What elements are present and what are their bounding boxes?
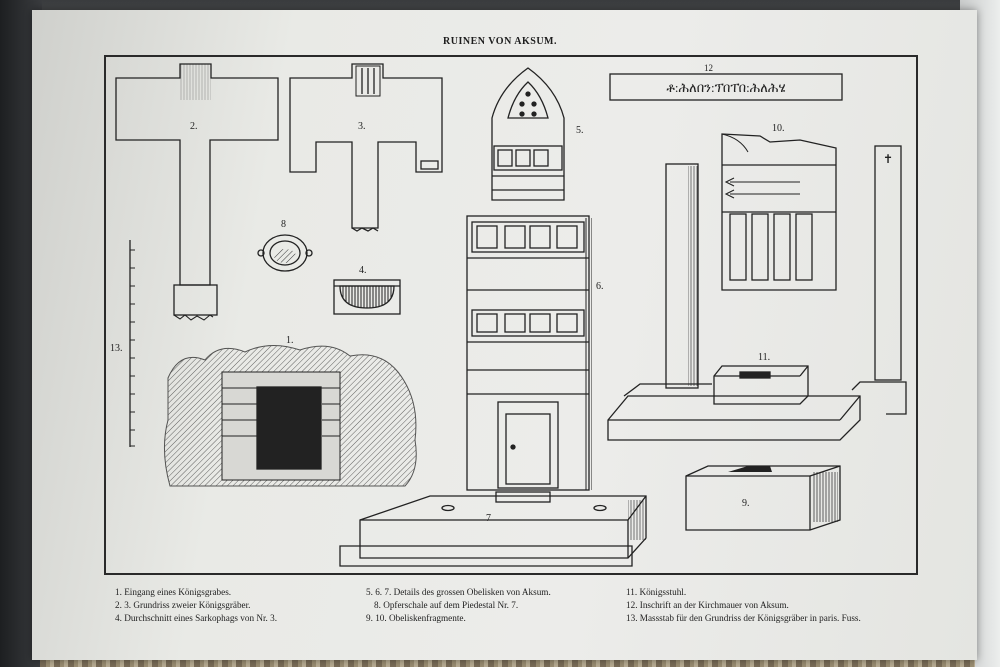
fig-7-label: 7 [486,513,491,524]
fig-4-sarcophagus-section: 4. [333,265,401,315]
fig-4-label: 4. [359,265,367,276]
legend-item: 8. Opferschale auf dem Piedestal Nr. 7. [374,600,519,610]
fig-8-offering-bowl: 8 [257,219,313,272]
book-page [32,10,977,660]
fig-3-label: 3. [358,121,366,132]
legend-item: 4. Durchschnitt eines Sarkophags von Nr.… [115,613,278,623]
legend-item: 11. Königsstuhl. [626,587,687,597]
legend-column-3: 11. Königsstuhl. 12. Inschrift an der Ki… [626,586,861,625]
fig-1-label: 1. [286,335,294,346]
fig-12-inscription: ቶ:ሕለበን:ፕበፐበ:ሕለሕሄ 12 [609,63,843,101]
fig-9-obelisk-fragment: 9. [685,465,841,531]
fig-5-obelisk-top: 5. [491,67,584,201]
fig-11-label: 11. [758,352,770,363]
legend-item: 2. 3. Grundriss zweier Königsgräber. [115,600,251,610]
fig-10-obelisk-fragment: 10. [721,123,837,291]
svg-text:✝: ✝ [883,152,893,166]
fig-12-label: 12 [704,63,713,73]
fig-9-label: 9. [742,498,750,509]
inscription-text: ቶ:ሕለበን:ፕበፐበ:ሕለሕሄ [666,80,785,95]
legend-item: 1. Eingang eines Königsgrabes. [115,587,232,597]
fig-5-label: 5. [576,125,584,136]
legend-item: 12. Inschrift an der Kirchmauer von Aksu… [626,600,789,610]
fig-2-tomb-plan: 2. [115,63,279,321]
fig-11-royal-seat: ✝ 11. [607,145,907,441]
fig-13-scale: 13. [110,240,135,447]
fig-8-label: 8 [281,219,286,230]
fig-3-tomb-plan: 3. [289,63,443,232]
fig-6-obelisk: 6. [466,215,604,491]
plate-frame [104,55,918,575]
legend-item: 13. Massstab für den Grundriss der König… [626,613,861,623]
plate-title: RUINEN VON AKSUM. [443,36,557,47]
fig-10-label: 10. [772,123,785,134]
fig-6-label: 6. [596,281,604,292]
legend-item: 9. 10. Obeliskenfragmente. [366,613,466,623]
fig-7-pedestal: 7 [339,491,647,567]
legend-item: 5. 6. 7. Details des grossen Obelisken v… [366,587,551,597]
fig-13-label: 13. [110,343,123,354]
fig-2-label: 2. [190,121,198,132]
legend-column-2: 5. 6. 7. Details des grossen Obelisken v… [366,586,551,625]
legend-column-1: 1. Eingang eines Königsgrabes. 2. 3. Gru… [115,586,277,625]
fig-1-tomb-entrance: 1. [163,335,417,487]
